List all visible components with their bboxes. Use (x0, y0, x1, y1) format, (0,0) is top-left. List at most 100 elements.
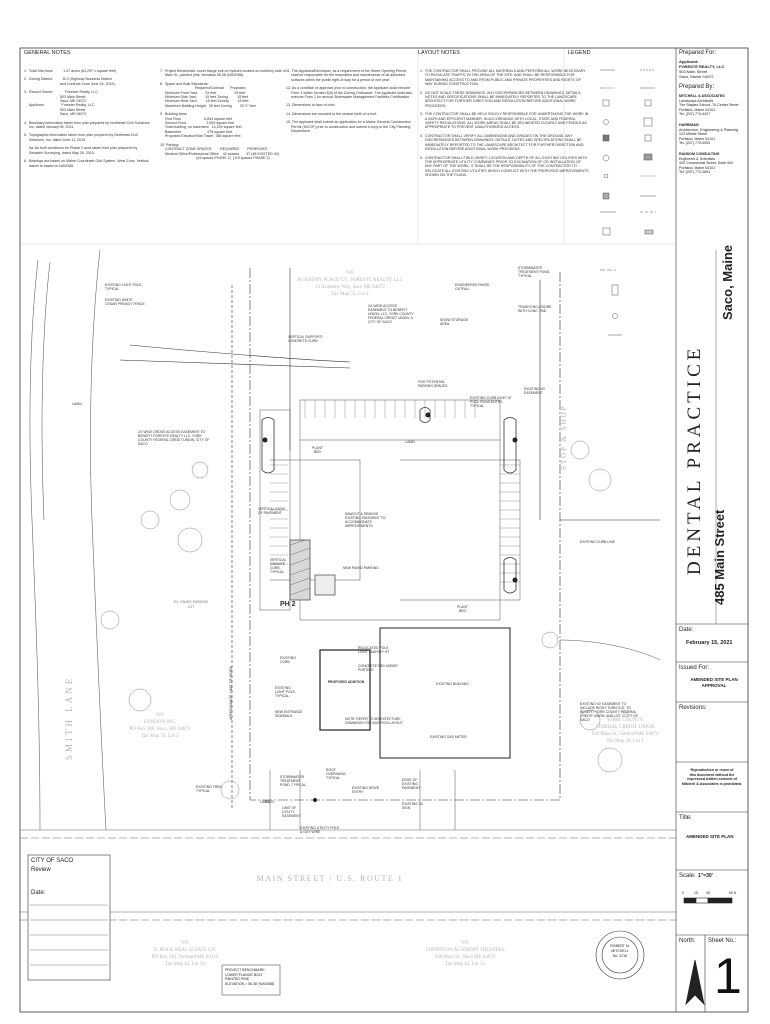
space-bulk-notes: 7. Project Benchmark: lower flange bolt … (160, 69, 286, 160)
callout-plant-bed-1: PLANT BED (312, 446, 323, 454)
callout-existing-building: EXISTING BUILDING (436, 682, 469, 686)
project-address: 485 Main Street (712, 509, 727, 605)
smith-lane-label: SMITH LANE (64, 675, 74, 760)
prepared-for-label: Prepared For: (679, 50, 717, 56)
note-line: 11. The Applicant/Developer, as a requir… (286, 69, 408, 73)
graphic-scale (683, 897, 733, 904)
callout-cedar-fence: EXISTING WHITE CEDAR PRIVACY FENCE (105, 298, 145, 306)
note-line: execute Form 2 for annual Stormwater Man… (286, 95, 411, 100)
callout-light-pole: EXISTING LIGHT POLE, TYPICAL (105, 283, 143, 291)
scale-tick-60: 60 ft. (729, 891, 737, 895)
note-line: surfaces within the public right-of-way … (286, 77, 390, 82)
main-street-road (20, 829, 676, 921)
scale-tick-15: 15 (694, 891, 698, 895)
note-line: Basement 478 square feet (160, 129, 233, 134)
note-line: RESOLUTION BEFORE ADDITIONAL WORK PROCEE… (420, 147, 521, 152)
city-review-box (27, 854, 111, 981)
phase-2-label: PH 2 (280, 601, 296, 608)
property-lines (119, 268, 660, 810)
callout-new-parking: NEW PAVED PARKING (343, 566, 379, 570)
light-poles (262, 412, 518, 802)
callout-edge-pavement: EDGE OF EXISTING PAVEMENT (402, 778, 421, 790)
note-line: 4. Boundary information taken from plan … (24, 120, 151, 125)
note-line: Minimum Side Yard 15 feet Zoning 15 feet (160, 95, 248, 100)
abutter-left: N/F LONDON INC. PO Box 300, Saco, ME 040… (129, 713, 191, 739)
note-line: NOTES AND SPECIFICATIONS SHALL BE IMMEDI… (420, 95, 577, 100)
title-label: Title: (679, 815, 692, 821)
callout-architectural-note: NOTE: REFER TO ARCHITECTURE DRAWINGS FOR… (345, 717, 403, 725)
callout-new-entrance: NEW ENTRANCE SIDEWALK (275, 710, 303, 718)
note-line: datum is based on NAVD88. (24, 163, 75, 168)
note-line: Minimum Front Yard 25 feet 25 feet (160, 90, 246, 95)
firm-landscape: MITCHELL & ASSOCIATES Landscape Architec… (679, 94, 739, 117)
callout-existing-tree: EXISTING TREE, TYPICAL (196, 785, 223, 793)
note-line: Required/Contract Proposed (160, 86, 246, 91)
callout-existing-light: EXISTING LIGHT POLE, TYPICAL (275, 686, 296, 698)
callout-concrete-pad: CONCRETE PAD UNDER PORTICO (358, 664, 398, 672)
callout-pob: P.O.B. (265, 800, 275, 804)
note-line: Saco, ME 04072 (24, 112, 87, 117)
date-label: Date: (679, 627, 694, 633)
note-line: SHOWN ON THE PLANS. (420, 173, 468, 178)
callout-plant-bed-2: PLANT BED (457, 605, 468, 613)
note-line: 2. Zoning District: B-3 (Highway Busines… (24, 77, 113, 82)
copyright-notice: Reproduction or reuse of this document w… (681, 768, 743, 786)
callout-lawn-left: LAWN (72, 402, 82, 406)
note-line: DISCREPANCIES BETWEEN DRAWINGS, DETAILS,… (420, 138, 582, 143)
note-line: A SAFE AND EFFICIENT MANNER, IN ACCORDAN… (420, 116, 576, 121)
existing-building (289, 539, 511, 759)
note-line: Sebastin Surveying, dated May 26, 2015. (24, 150, 95, 155)
note-line: Total building, no basement 14,249 squar… (160, 125, 242, 130)
abutter-bottom-right: N/F THORNTON ACADEMY TRUSTEES 438 Main S… (425, 941, 505, 967)
note-line: 5. Topographic information taken from pl… (24, 133, 138, 138)
scale-label: Scale: (679, 873, 696, 879)
note-line: APPROPRIATE TO PREVENT UNAUTHORIZED ACCE… (420, 125, 520, 130)
abutter-right: N/F YORK COUNTY FEDERAL CREDIT UNION 530… (591, 711, 659, 744)
note-line: and Contract Zone June 15, 2015) (24, 81, 115, 86)
note-line: First Floor 6,844 square feet (160, 116, 233, 121)
benchmark-note: PROJECT BENCHMARK: LOWER FLANGE BOLT PAI… (225, 968, 275, 986)
note-line: MAINTAINING ACCESS TO AND FROM PUBLIC AN… (420, 77, 581, 82)
callout-granite-curb: VERTICAL GRANITE CURB, TYPICAL (270, 558, 287, 574)
engineer-seal (595, 930, 645, 980)
review-lines (30, 904, 108, 966)
general-notes-heading: GENERAL NOTES (24, 50, 71, 56)
title-value: AMENDED SITE PLAN (686, 834, 734, 839)
seal-text: ROBERT M. MITCHELL No. 2216 (610, 944, 630, 958)
note-line: 13. Dimensions to face of curb. (286, 103, 336, 108)
note-line: 4. CONTRACTOR SHALL VERIFY ALL DIMENSION… (420, 133, 573, 138)
callout-relocated-pole: RELOCATED POLE LIGHT / SAFETY HT (358, 646, 390, 654)
revisions-label: Revisions: (679, 705, 707, 711)
ex-parking-label: EX. PAVED PARKING LOT (173, 600, 209, 609)
drive-aisles (269, 639, 661, 830)
note-line: Department. (286, 129, 311, 134)
scale-value: 1"=30' (698, 873, 713, 879)
callout-access-easement: 24' WIDE GROSS ACCESS EASEMENT TO BENEFI… (138, 430, 210, 446)
note-line: TO REGULATE TRAFFIC IN THE AREA OF THE S… (420, 73, 575, 78)
note-line: THE APPROPRIATE UTILITY COMPANIES PRIOR … (420, 159, 581, 164)
note-line: CONTRACT ZONE SPACES: REQUIRED PROPOSED (160, 147, 268, 152)
benchmark-box (221, 964, 281, 996)
abutter-top: N/F ACADEMY PLACE CT., FORESTE REALTY LL… (297, 271, 403, 297)
note-line: PROCEEDS. (420, 103, 447, 108)
project-city: Saco, Maine (720, 244, 735, 320)
callout-lawn-center: LAWN (405, 440, 415, 444)
note-line: 15. The applicant shall submit an applic… (286, 120, 411, 125)
callout-curb-inlet: EXISTING CURB INLET AT POOL ROAD ENTRY, … (470, 396, 512, 408)
callout-access-easement-2: 24' WIDE ACCESS EASEMENT TO BENEFIT UNIO… (368, 304, 414, 324)
legend-heading: LEGEND (568, 50, 591, 56)
main-street-label: MAIN STREET / U.S. ROUTE 1 (256, 874, 404, 883)
note-line: 7. Project Benchmark: lower flange bolt … (160, 69, 286, 73)
callout-existing-sign: EXISTING 2G SIGN (402, 802, 424, 810)
note-line: 503 Main Street (24, 107, 86, 112)
applicant-block: Applicant: FORESTE REALTY, LLC 503 Main … (679, 59, 725, 79)
city-date-label: Date: (31, 890, 46, 896)
callout-sawcut: SAWCUT & REMOVE EXISTING PAVEMENT TO ACC… (345, 512, 386, 528)
callout-existing-curb-line: EXISTING CURB LINE (580, 540, 615, 544)
note-line: RELOCATE ALL EXISTING UTILITIES WHICH CO… (420, 168, 589, 173)
callout-easement: EXISTING 40' EASEMENT (524, 387, 546, 395)
note-line: 8. Space and Bulk Standards: (160, 81, 209, 86)
project-name: DENTAL PRACTICE (684, 344, 705, 575)
note-line: SAFETY REGULATIONS. ALL WORK AREAS SHALL… (420, 121, 587, 126)
